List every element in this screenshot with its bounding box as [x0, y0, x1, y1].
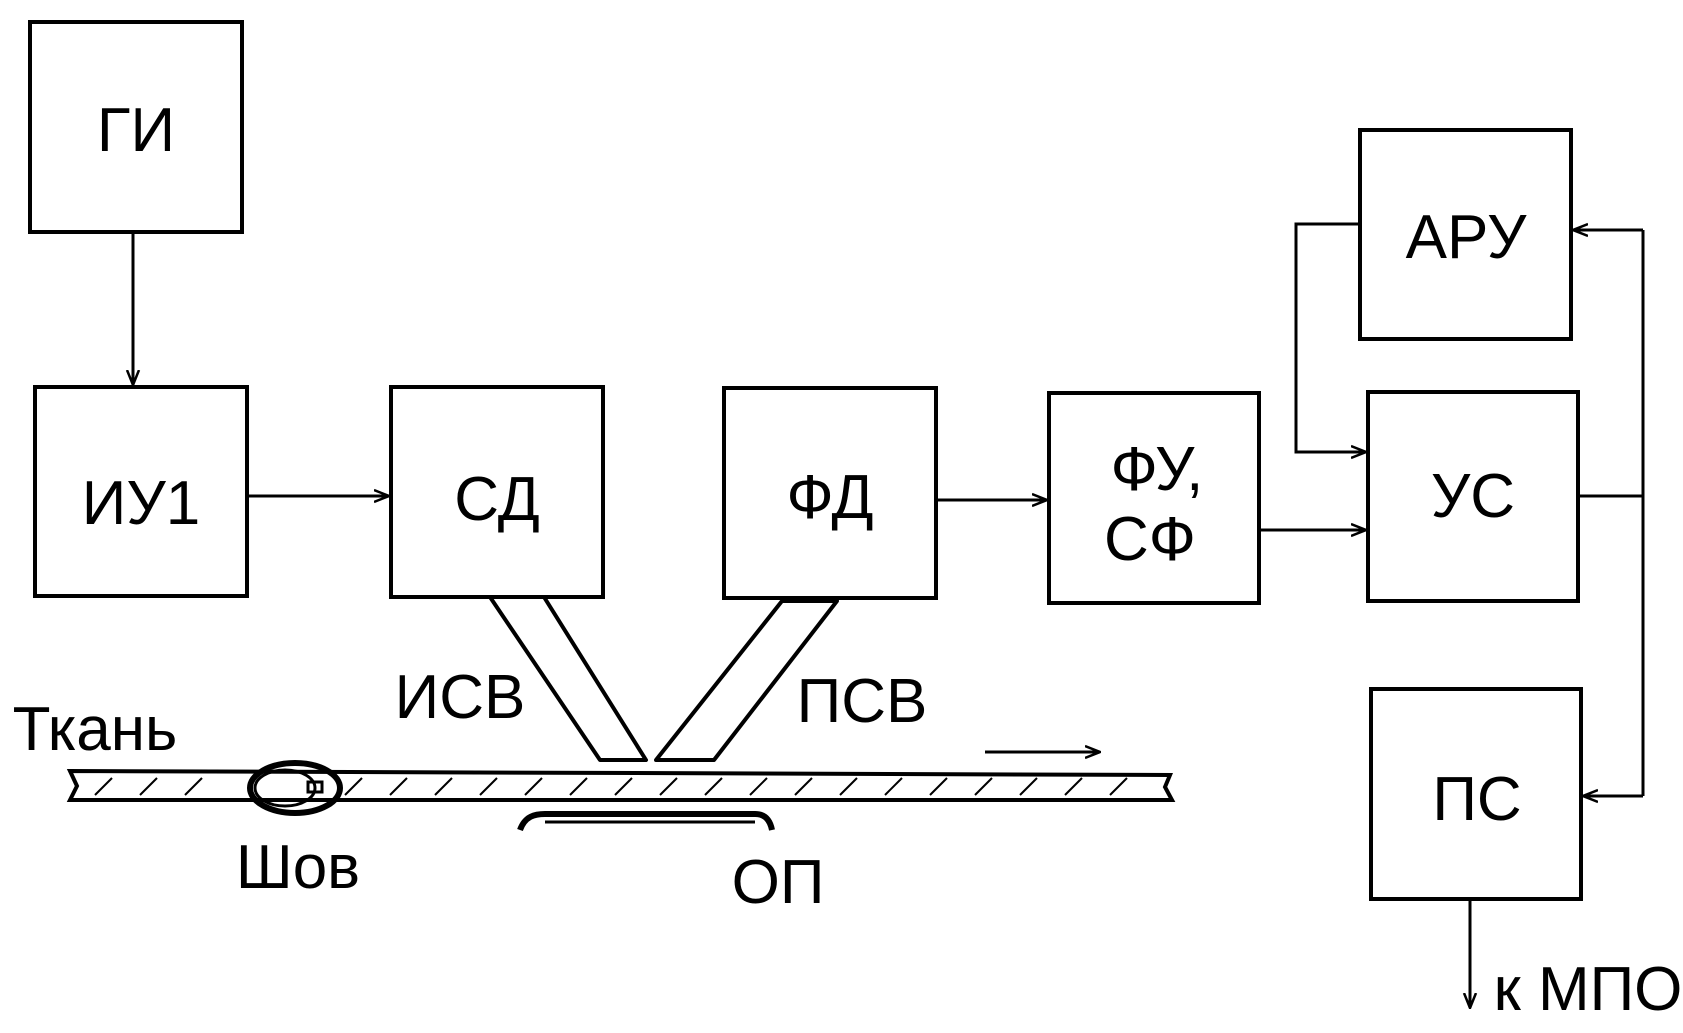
block-fu-sf: ФУ, СФ — [1047, 391, 1261, 605]
block-us-label: УС — [1431, 462, 1515, 531]
arrow-aru-to-us — [1294, 222, 1366, 452]
block-fu-sf-label-line1: ФУ, — [1111, 435, 1204, 504]
block-iu1-label: ИУ1 — [82, 469, 200, 538]
reflector-op — [517, 811, 775, 832]
block-ps: ПС — [1369, 687, 1583, 901]
light-guide-isv — [488, 595, 648, 762]
label-seam: Шов — [236, 833, 360, 902]
label-isv: ИСВ — [395, 663, 526, 732]
block-ps-label: ПС — [1432, 765, 1521, 834]
block-iu1: ИУ1 — [33, 385, 249, 598]
label-psv: ПСВ — [797, 667, 928, 736]
block-sd-label: СД — [454, 465, 539, 534]
label-output: к МПО — [1494, 955, 1683, 1024]
block-gi-label: ГИ — [97, 96, 175, 165]
block-fd: ФД — [722, 386, 938, 600]
block-aru-label: АРУ — [1406, 203, 1527, 272]
seam-knot — [247, 760, 343, 816]
label-op: ОП — [732, 848, 825, 917]
fabric-hatching — [94, 777, 1128, 796]
light-guide-psv — [654, 599, 839, 762]
label-fabric: Ткань — [13, 695, 178, 764]
block-us: УС — [1366, 390, 1580, 603]
block-aru: АРУ — [1358, 128, 1573, 341]
block-gi: ГИ — [28, 20, 244, 234]
block-fu-sf-label-line2: СФ — [1104, 505, 1196, 574]
block-fd-label: ФД — [786, 463, 873, 532]
fabric-strip — [66, 768, 1176, 802]
block-sd: СД — [389, 385, 605, 599]
